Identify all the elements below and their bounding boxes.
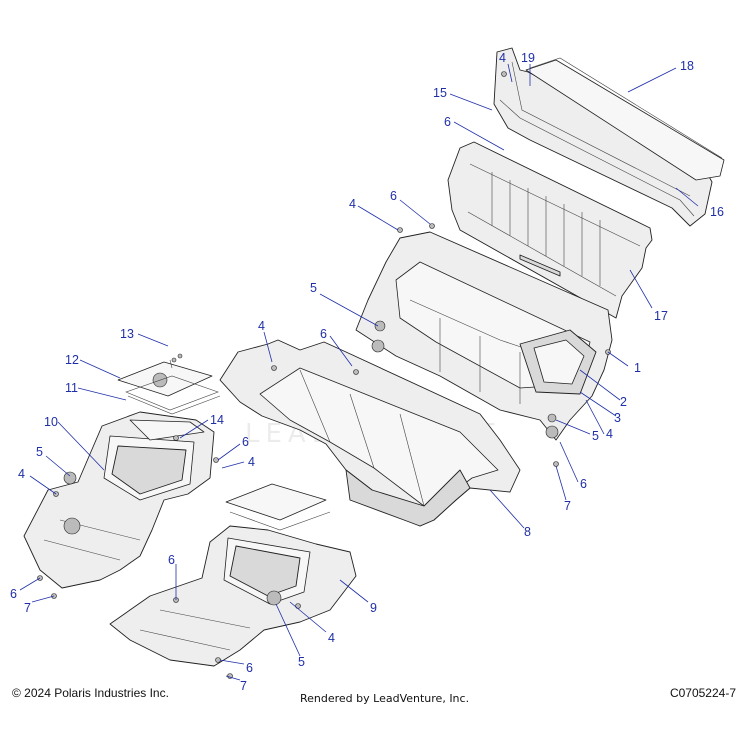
callout-7: 7 <box>564 499 571 513</box>
callout-10: 10 <box>44 415 58 429</box>
rendered-by-text: Rendered by LeadVenture, Inc. <box>300 692 470 705</box>
callout-12: 12 <box>65 353 79 367</box>
callout-4: 4 <box>606 427 613 441</box>
left-seat-base <box>23 411 215 589</box>
callout-13: 13 <box>120 327 134 341</box>
callout-6: 6 <box>168 553 175 567</box>
leader-lines <box>19 63 699 681</box>
callout-17: 17 <box>654 309 668 323</box>
callout-4: 4 <box>248 455 255 469</box>
callout-11: 11 <box>65 381 78 395</box>
callout-5: 5 <box>298 655 305 669</box>
diagram-code: C0705224-7 <box>669 686 736 700</box>
callout-4: 4 <box>258 319 265 333</box>
callout-2: 2 <box>620 395 627 409</box>
callout-7: 7 <box>24 601 31 615</box>
callout-9: 9 <box>370 601 377 615</box>
callout-6: 6 <box>580 477 587 491</box>
callout-6: 6 <box>390 189 397 203</box>
callout-6: 6 <box>444 115 451 129</box>
callout-labels: 18 4 19 15 6 16 6 4 5 17 13 4 6 1 12 2 1… <box>10 51 724 693</box>
rear-bulkhead-panel <box>447 141 653 319</box>
callout-4: 4 <box>328 631 335 645</box>
callout-5: 5 <box>592 429 599 443</box>
rear-cargo-tub <box>355 231 613 441</box>
callout-5: 5 <box>310 281 317 295</box>
callout-5: 5 <box>36 445 43 459</box>
callout-19: 19 <box>521 51 535 65</box>
callout-6: 6 <box>10 587 17 601</box>
callout-6: 6 <box>320 327 327 341</box>
copyright-text: © 2024 Polaris Industries Inc. <box>12 686 169 700</box>
callout-4: 4 <box>349 197 356 211</box>
callout-16: 16 <box>710 205 724 219</box>
callout-7: 7 <box>240 679 247 693</box>
rear-wall-panel <box>493 47 725 227</box>
callout-8: 8 <box>524 525 531 539</box>
callout-15: 15 <box>433 86 447 100</box>
callout-4: 4 <box>18 467 25 481</box>
callout-14: 14 <box>210 413 224 427</box>
seat-cover-plate <box>117 353 221 415</box>
callout-6: 6 <box>242 435 249 449</box>
callout-6: 6 <box>246 661 253 675</box>
callout-4: 4 <box>499 51 506 65</box>
callout-18: 18 <box>680 59 694 73</box>
callout-3: 3 <box>614 411 621 425</box>
callout-1: 1 <box>634 361 641 375</box>
center-floor-tunnel <box>219 339 521 527</box>
right-seat-base <box>109 483 357 667</box>
